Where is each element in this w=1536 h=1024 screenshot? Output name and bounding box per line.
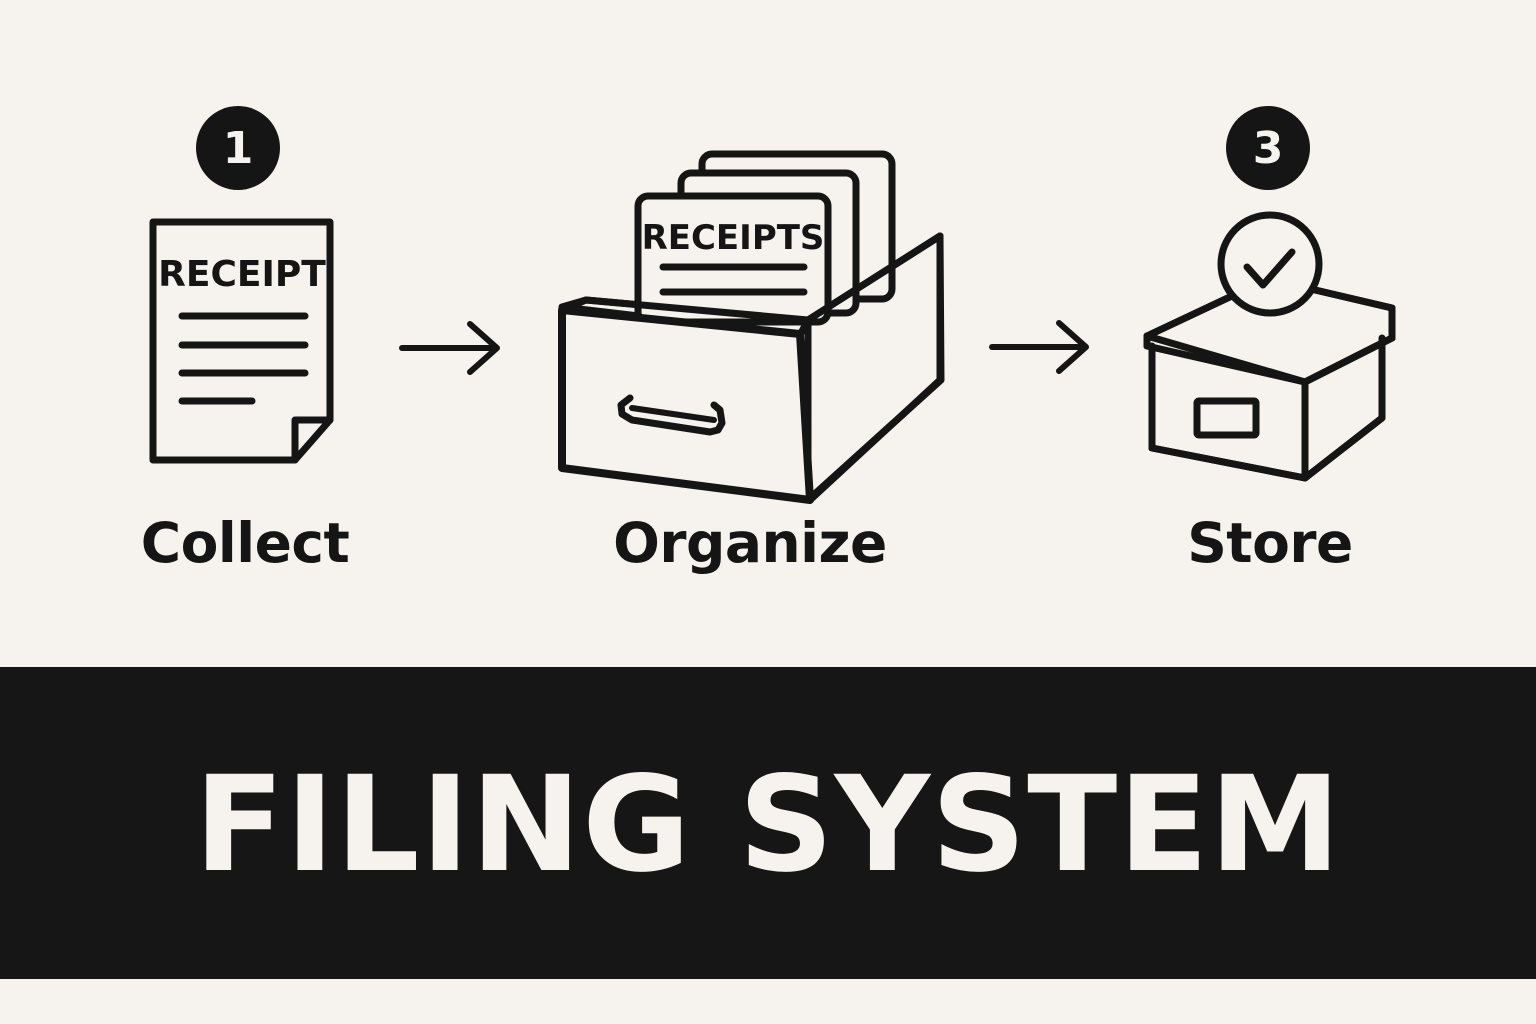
filing-drawer-icon: RECEIPTS <box>558 150 945 504</box>
receipts-divider-label: RECEIPTS <box>642 218 825 258</box>
step-1-number: 1 <box>222 123 254 174</box>
step-1-label: Collect <box>140 510 350 575</box>
receipt-label: RECEIPT <box>158 254 326 295</box>
step-3-number: 3 <box>1252 123 1284 174</box>
banner-title: FILING SYSTEM <box>194 748 1342 902</box>
filing-system-banner: FILING SYSTEM <box>0 667 1536 979</box>
step-3-label: Store <box>1187 510 1353 575</box>
step-3-number-badge: 3 <box>1226 106 1310 190</box>
storage-box-check-icon <box>1143 211 1396 482</box>
step-2-label: Organize <box>613 510 887 575</box>
arrow-right-icon <box>989 320 1089 374</box>
arrow-right-icon <box>399 321 500 375</box>
step-1-number-badge: 1 <box>196 106 280 190</box>
receipt-document-icon: RECEIPT <box>149 218 334 464</box>
